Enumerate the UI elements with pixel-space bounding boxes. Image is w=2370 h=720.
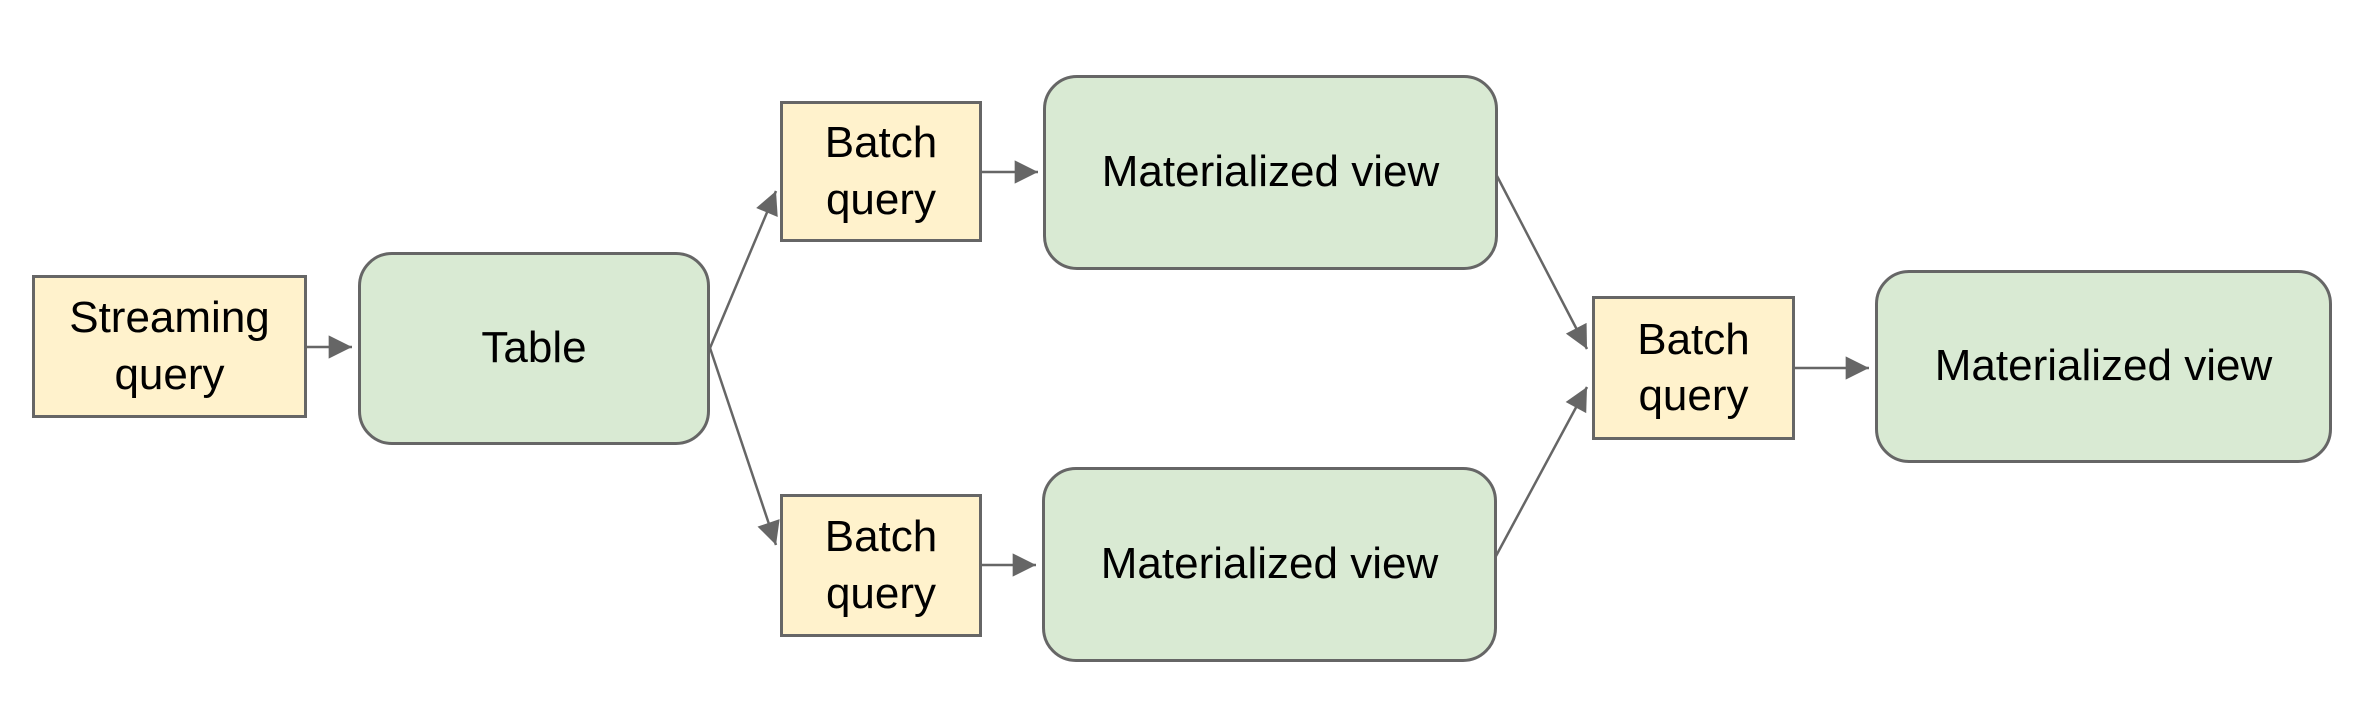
node-batch-query-merge: Batch query <box>1592 296 1795 440</box>
node-batch-query-bottom: Batch query <box>780 494 982 637</box>
node-materialized-view-final-label: Materialized view <box>1934 341 2273 391</box>
node-batch-query-top-label: Batch query <box>824 118 938 224</box>
arrow-materialized-view-top-to-batch-query-merge <box>1495 175 1589 350</box>
node-batch-query-top: Batch query <box>780 101 982 242</box>
node-materialized-view-top-label: Materialized view <box>1101 147 1440 197</box>
node-materialized-view-final: Materialized view <box>1875 270 2332 463</box>
node-streaming-query-label: Streaming query <box>69 293 270 399</box>
arrow-table-to-batch-query-top <box>708 190 778 349</box>
node-table-label: Table <box>481 323 587 373</box>
node-batch-query-merge-label: Batch query <box>1637 314 1750 420</box>
arrow-materialized-view-bottom-to-batch-query-merge <box>1494 386 1589 557</box>
arrow-table-to-batch-query-bottom <box>708 347 780 546</box>
node-materialized-view-bottom-label: Materialized view <box>1100 539 1439 589</box>
node-streaming-query: Streaming query <box>32 275 307 418</box>
node-materialized-view-bottom: Materialized view <box>1042 467 1497 662</box>
node-batch-query-bottom-label: Batch query <box>824 512 938 618</box>
node-table: Table <box>358 252 710 445</box>
node-materialized-view-top: Materialized view <box>1043 75 1498 270</box>
